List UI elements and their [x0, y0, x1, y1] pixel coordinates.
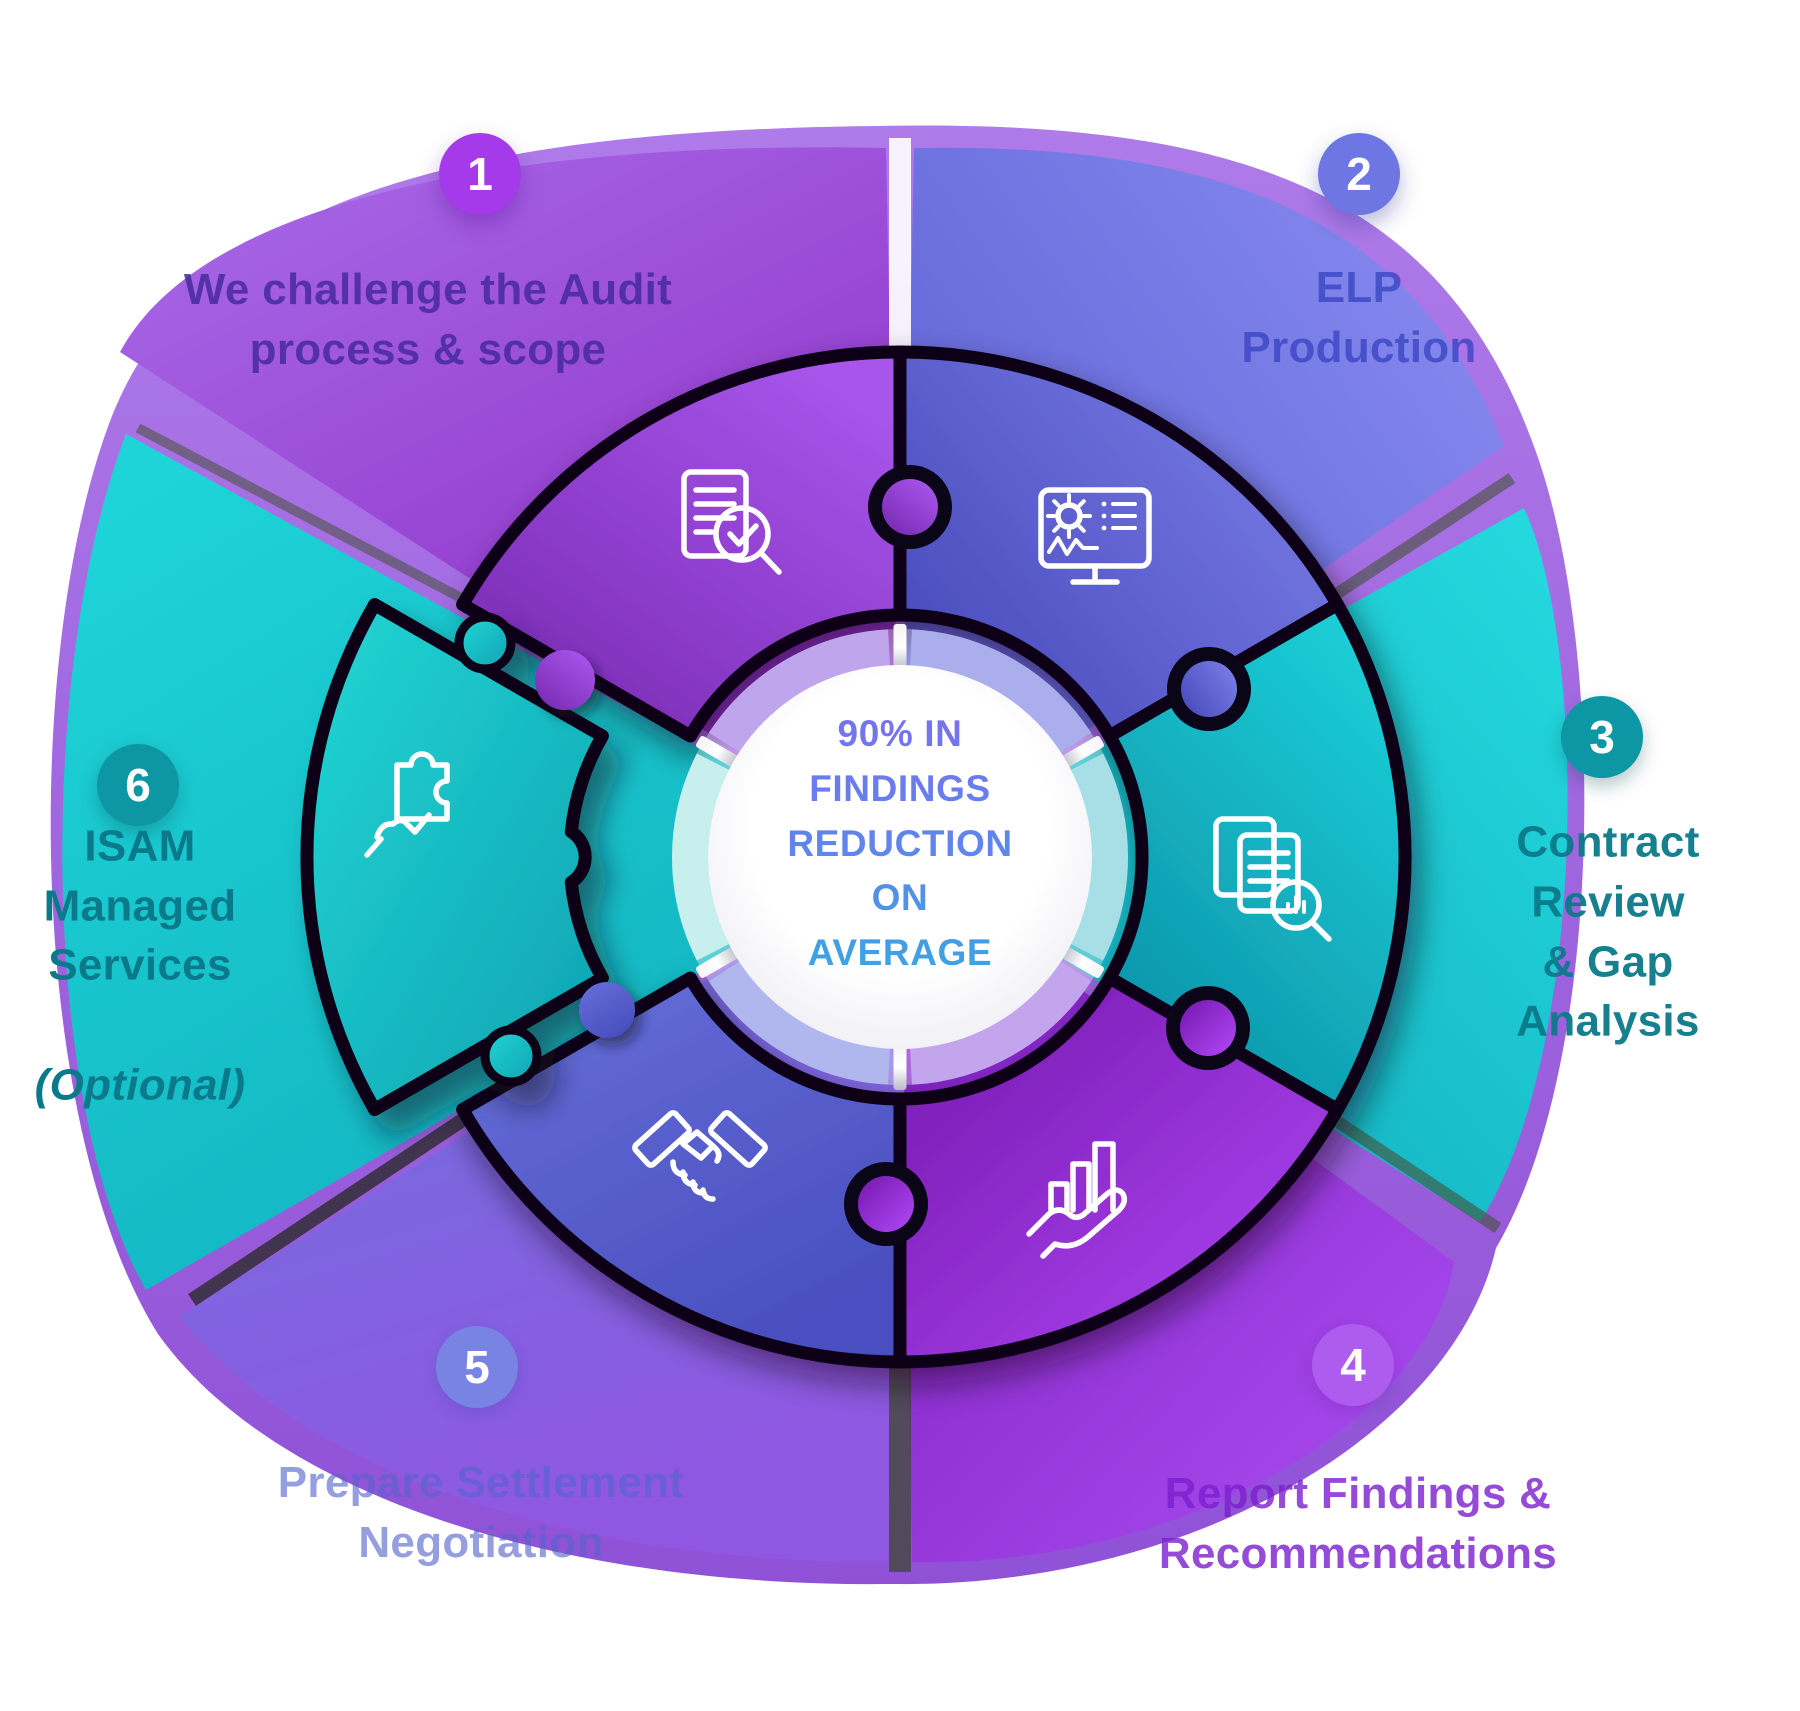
- exposed-knobs: [535, 650, 635, 1038]
- hand-bar-chart-icon: [1026, 1141, 1128, 1259]
- step-3-label: Contract Review & Gap Analysis: [1516, 817, 1700, 1046]
- step-1-number-badge: 1: [439, 133, 521, 215]
- step-5-label: Prepare Settlement Negotiation: [277, 1458, 685, 1567]
- center-headline: 90% IN FINDINGS REDUCTION ON AVERAGE: [680, 707, 1120, 981]
- step-6-label-optional: (Optional): [34, 1060, 246, 1110]
- step-6-puzzle-piece: [300, 598, 609, 1116]
- step-4-label: Report Findings & Recommendations: [1158, 1469, 1558, 1578]
- step-4-segment: [893, 971, 1344, 1369]
- step-2-number-badge: 2: [1318, 133, 1400, 215]
- step-3-number-badge: 3: [1561, 696, 1643, 778]
- handshake-icon: [632, 1110, 768, 1202]
- center-circle: [708, 665, 1092, 1049]
- step-2-segment: [893, 345, 1344, 743]
- ring-separators: [696, 624, 1104, 1090]
- step-5-number-badge: 5: [436, 1326, 518, 1408]
- puzzle-knobs: [844, 465, 1251, 1246]
- wedge-gap-lines: [135, 138, 1516, 1572]
- center-ring: [672, 624, 1128, 1090]
- step-2-label: ELP Production: [1241, 263, 1477, 372]
- step-3-segment: [1103, 598, 1412, 1116]
- audit-document-magnifier-icon: [681, 469, 782, 575]
- step-1-label: We challenge the Audit process & scope: [183, 265, 673, 374]
- step-6-label-main: ISAM Managed Services: [43, 821, 237, 991]
- step-6-label: ISAM Managed Services (Optional): [0, 757, 290, 1176]
- step-6-number-badge: 6: [97, 744, 179, 826]
- step-4-number-badge: 4: [1312, 1324, 1394, 1406]
- monitor-analytics-icon: [1038, 487, 1152, 585]
- hand-puzzle-piece-icon: [364, 751, 450, 858]
- contract-documents-magnifier-icon: [1213, 816, 1332, 942]
